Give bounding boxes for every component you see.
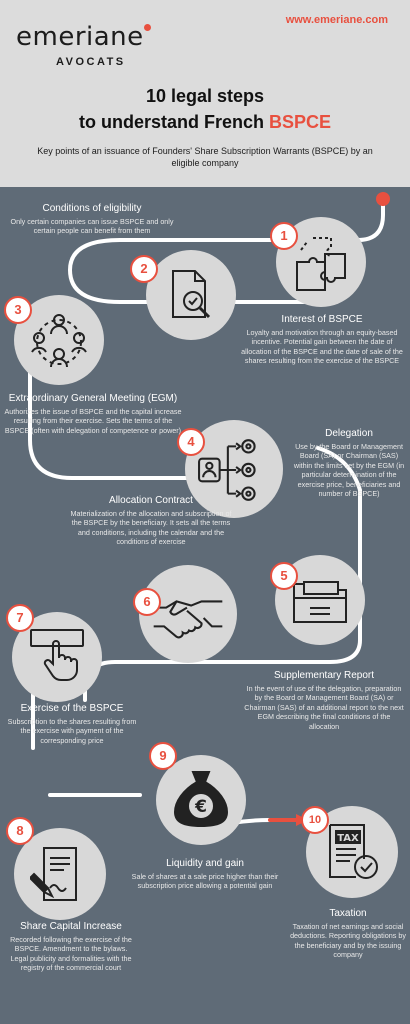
step-8-circle bbox=[14, 828, 106, 920]
step-5-number: 5 bbox=[270, 562, 298, 590]
handshake-icon bbox=[153, 600, 223, 639]
step-9-number: 9 bbox=[149, 742, 177, 770]
step-2-number: 2 bbox=[130, 255, 158, 283]
step-5-text: Supplementary Report In the event of use… bbox=[242, 670, 406, 731]
step-3-title: Extraordinary General Meeting (EGM) bbox=[8, 393, 178, 404]
step-5-title: Supplementary Report bbox=[273, 670, 375, 681]
step-10-description: Taxation of net earnings and social dedu… bbox=[290, 921, 406, 960]
step-7-number: 7 bbox=[6, 604, 34, 632]
step-1-number: 1 bbox=[270, 222, 298, 250]
page-title-line2: to understand French BSPCE bbox=[0, 112, 410, 133]
step-8-number: 8 bbox=[6, 817, 34, 845]
tax-document-icon: TAX bbox=[329, 824, 378, 879]
step-8-text: Share Capital Increase Recorded followin… bbox=[6, 921, 136, 973]
logo-subtitle: AVOCATS bbox=[56, 56, 126, 68]
website-link[interactable]: www.emeriane.com bbox=[285, 14, 388, 26]
step-8-title: Share Capital Increase bbox=[20, 921, 122, 932]
document-magnifier-icon bbox=[172, 270, 211, 319]
step-1-title: Interest of BSPCE bbox=[281, 314, 363, 325]
step-4-title: Delegation bbox=[325, 428, 373, 439]
step-10-number: 10 bbox=[301, 806, 329, 834]
step-10-text: Taxation Taxation of net earnings and so… bbox=[290, 908, 406, 960]
step-6-title: Allocation Contract bbox=[109, 495, 193, 506]
title-prefix: to understand French bbox=[78, 112, 269, 132]
step-3-description: Authorizes the issue of BSPCE and the ca… bbox=[4, 406, 182, 435]
click-button-icon bbox=[30, 629, 84, 681]
svg-text:TAX: TAX bbox=[337, 833, 359, 844]
step-2-text: Conditions of eligibility Only certain c… bbox=[8, 203, 176, 236]
step-7-title: Exercise of the BSPCE bbox=[20, 703, 124, 714]
step-1-text: Interest of BSPCE Loyalty and motivation… bbox=[240, 314, 404, 366]
step-6-text: Allocation Contract Materialization of t… bbox=[66, 495, 236, 547]
step-7-text: Exercise of the BSPCE Subscription to th… bbox=[2, 703, 142, 745]
step-7-description: Subscription to the shares resulting fro… bbox=[7, 716, 137, 745]
contract-pen-icon bbox=[30, 847, 77, 901]
step-9-text: Liquidity and gain Sale of shares at a s… bbox=[122, 858, 288, 891]
step-9-description: Sale of shares at a sale price higher th… bbox=[131, 871, 279, 891]
page-subtitle: Key points of an issuance of Founders' S… bbox=[37, 146, 373, 168]
logo: emeriane AVOCATS bbox=[16, 22, 151, 68]
logo-dot bbox=[144, 24, 151, 31]
step-10-title: Taxation bbox=[329, 908, 367, 919]
step-3-text: Extraordinary General Meeting (EGM) Auth… bbox=[4, 393, 182, 435]
folder-icon bbox=[293, 581, 347, 623]
step-1-description: Loyalty and motivation through an equity… bbox=[241, 327, 403, 366]
step-4-text: Delegation Use by the Board or Managemen… bbox=[292, 428, 406, 499]
header: www.emeriane.com emeriane AVOCATS 10 leg… bbox=[0, 0, 410, 187]
step-8-description: Recorded following the exercise of the B… bbox=[10, 934, 132, 973]
page-title-line1: 10 legal steps bbox=[145, 86, 265, 106]
svg-text:€: € bbox=[194, 797, 207, 817]
delegation-gears-icon bbox=[198, 439, 256, 501]
puzzle-icon bbox=[296, 237, 346, 291]
step-4-description: Use by the Board or Management Board (SA… bbox=[293, 441, 405, 499]
title-accent: BSPCE bbox=[269, 112, 332, 132]
step-2-circle bbox=[146, 250, 236, 340]
step-2-description: Only certain companies can issue BSPCE a… bbox=[10, 216, 174, 236]
step-5-description: In the event of use of the delegation, p… bbox=[244, 683, 404, 731]
step-6-number: 6 bbox=[133, 588, 161, 616]
step-4-number: 4 bbox=[177, 428, 205, 456]
logo-name: emeriane bbox=[16, 22, 144, 52]
step-6-description: Materialization of the allocation and su… bbox=[70, 508, 232, 547]
meeting-icon bbox=[31, 314, 87, 368]
step-2-title: Conditions of eligibility bbox=[42, 203, 142, 214]
step-6-circle bbox=[139, 565, 237, 663]
euro-bag-icon: € bbox=[173, 771, 229, 828]
step-9-title: Liquidity and gain bbox=[166, 858, 244, 869]
step-9-circle: € bbox=[156, 755, 246, 845]
step-3-number: 3 bbox=[4, 296, 32, 324]
